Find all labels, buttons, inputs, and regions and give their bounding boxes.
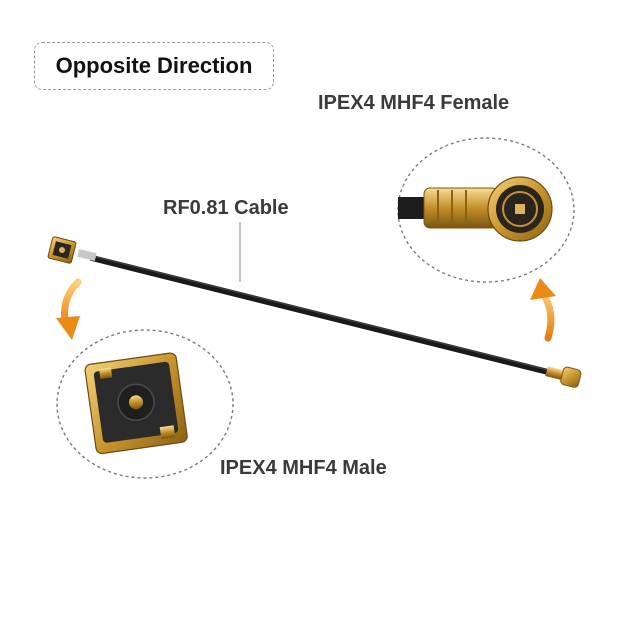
title-box: Opposite Direction	[34, 42, 274, 90]
female-connector-label: IPEX4 MHF4 Female	[318, 92, 510, 114]
curved-arrow-up-icon	[530, 278, 556, 342]
curved-arrow-down-icon	[56, 278, 82, 340]
female-zoom-callout	[397, 137, 575, 283]
cable-label: RF0.81 Cable	[163, 197, 289, 219]
male-zoom-callout	[56, 329, 234, 479]
male-connector-label: IPEX4 MHF4 Male	[220, 457, 387, 479]
male-connector-small	[47, 236, 77, 264]
page-title: Opposite Direction	[55, 53, 253, 78]
cable	[77, 248, 551, 375]
female-connector-small	[545, 366, 582, 388]
